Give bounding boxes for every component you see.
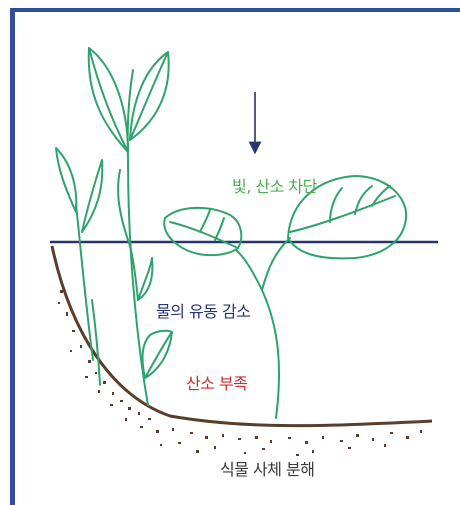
oxygen-lack-label: 산소 부족 [186, 370, 247, 394]
plant-decomposition-label: 식물 사체 분해 [220, 456, 315, 480]
light-oxygen-block-label: 빛, 산소 차단 [232, 173, 317, 197]
left-plant [56, 148, 102, 385]
basin-soil-line [52, 246, 432, 426]
water-flow-decrease-label: 물의 유동 감소 [156, 298, 251, 322]
tall-plant [89, 48, 169, 405]
